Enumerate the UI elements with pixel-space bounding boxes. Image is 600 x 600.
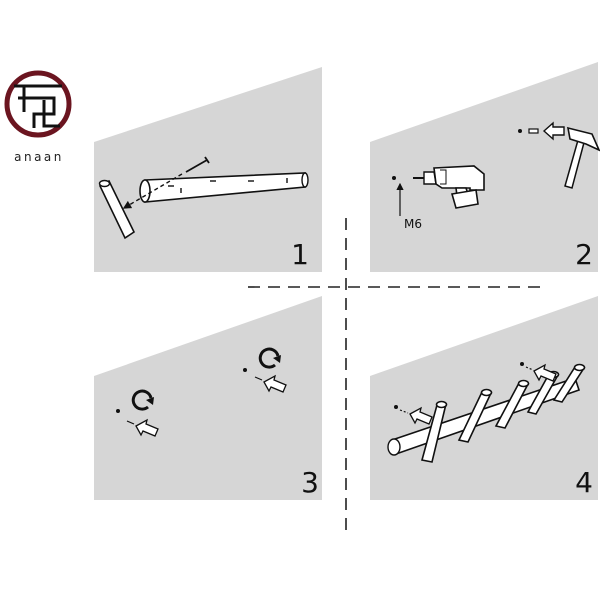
wall-panel-3 xyxy=(94,296,322,500)
screw-icon xyxy=(399,409,409,414)
arrow-icon xyxy=(409,406,433,425)
step-2-panel: M6 2 xyxy=(370,62,600,272)
step-1-panel: 1 xyxy=(94,67,322,272)
hammer-icon xyxy=(564,126,600,189)
arrow-icon xyxy=(533,363,557,382)
arrow-icon xyxy=(135,418,159,437)
rotate-icon xyxy=(258,347,281,369)
peg-icon xyxy=(421,363,586,463)
screw-icon xyxy=(122,156,210,209)
drill-hole-dot xyxy=(392,176,396,180)
step-2-number: 2 xyxy=(575,238,593,271)
drill-size-label: M6 xyxy=(404,217,422,231)
brand-logo-icon xyxy=(4,70,72,138)
anchor-icon xyxy=(518,128,539,134)
screw-icon xyxy=(254,376,263,381)
arrow-icon xyxy=(542,121,565,141)
rotate-icon xyxy=(131,389,154,411)
step-1-number: 1 xyxy=(291,238,309,271)
step-4-panel: 4 xyxy=(370,296,598,500)
wall-panel-2 xyxy=(370,62,598,272)
brand-name: anaan xyxy=(14,150,64,164)
drill-icon xyxy=(413,165,485,209)
rail-icon xyxy=(139,172,309,203)
screw-icon xyxy=(525,366,534,371)
step-3-number: 3 xyxy=(301,466,319,499)
screw-icon xyxy=(126,420,135,425)
step-3-panel: 3 xyxy=(94,296,322,500)
peg-icon xyxy=(98,179,136,240)
step-4-number: 4 xyxy=(575,466,593,499)
dashed-separators xyxy=(248,218,545,530)
wall-panel-1 xyxy=(94,67,322,272)
arrow-icon xyxy=(263,374,287,393)
